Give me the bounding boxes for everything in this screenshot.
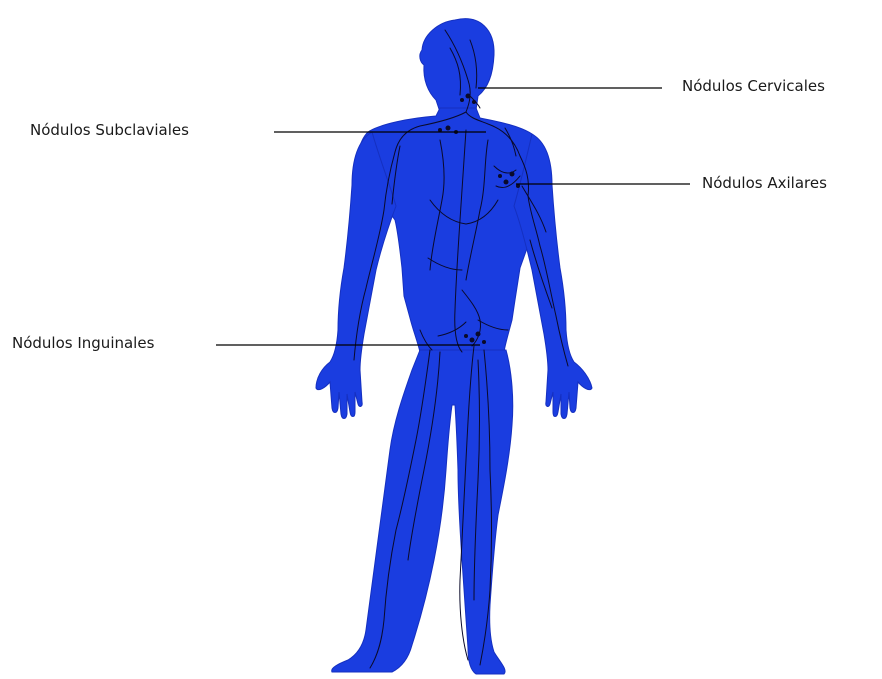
head [420,19,494,112]
cervical-nodes-label: Nódulos Cervicales [682,77,825,95]
left-arm [316,132,396,419]
axillary-nodes-label: Nódulos Axilares [702,174,827,192]
inguinal-nodes-label: Nódulos Inguinales [12,334,154,352]
subclavian-nodes-label: Nódulos Subclaviales [30,121,189,139]
right-arm [514,134,592,419]
